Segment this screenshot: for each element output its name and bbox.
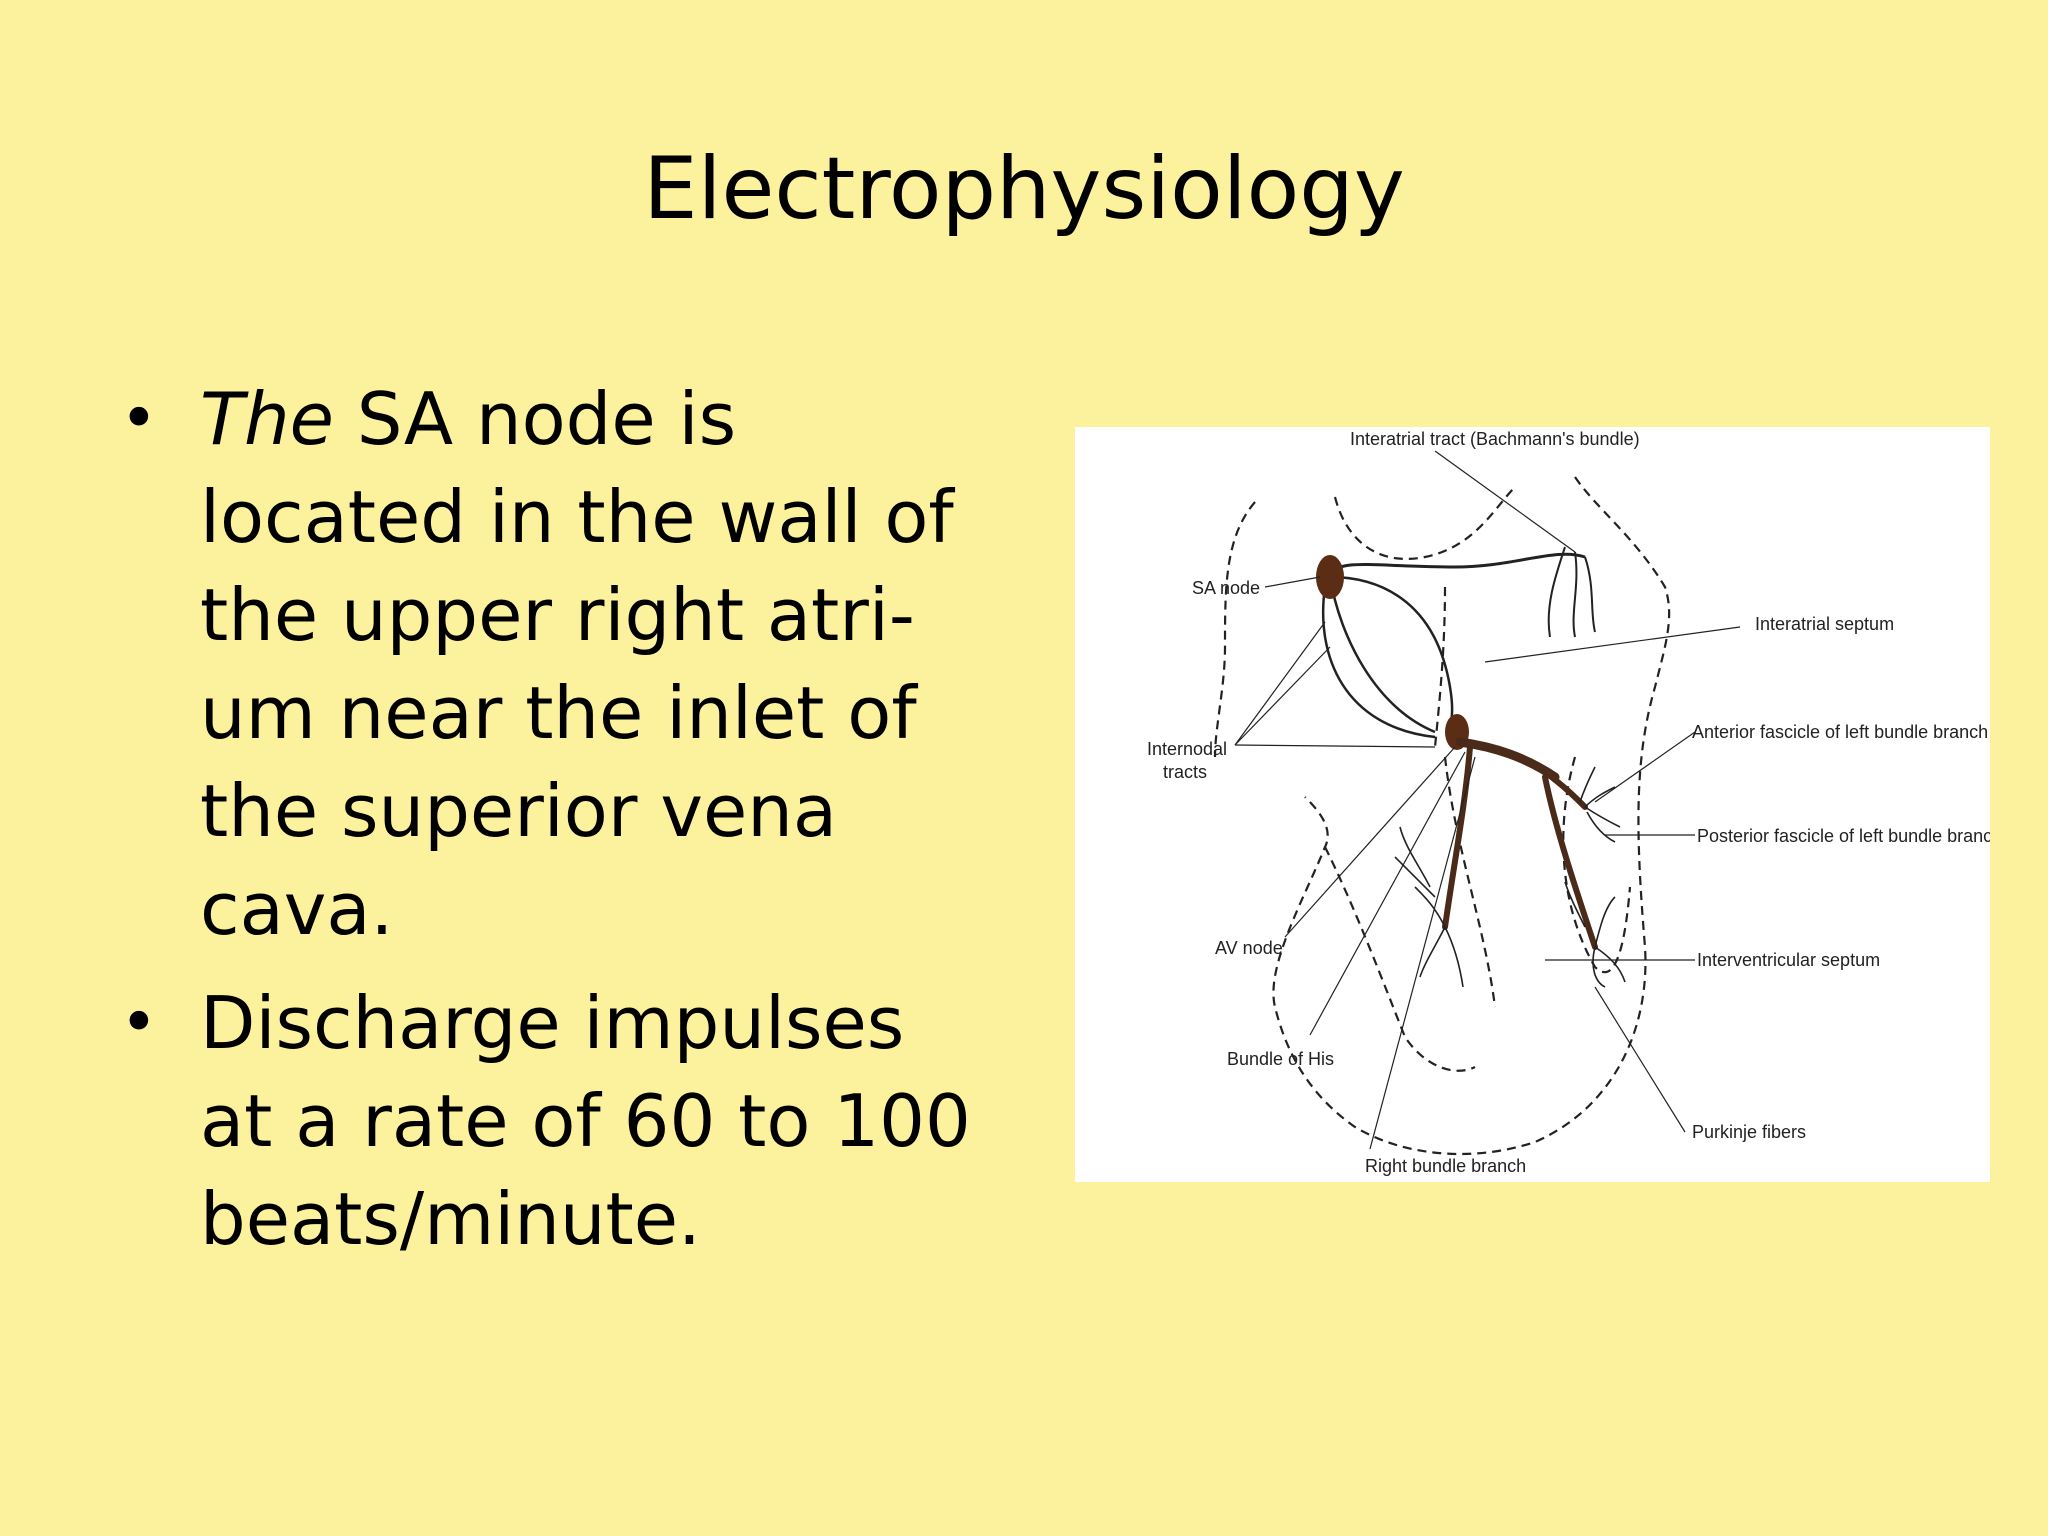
label-sa-node: SA node (1192, 578, 1260, 598)
bullet-italic-prefix: The (200, 377, 334, 461)
bullet-item: • Discharge impulses at a rate of 60 to … (120, 974, 980, 1268)
bullet-text: Discharge impulses at a rate of 60 to 10… (200, 981, 971, 1261)
label-interatrial-tract: Interatrial tract (Bachmann's bundle) (1350, 429, 1640, 449)
right-atrium-wall (1213, 501, 1256, 758)
bachmann-fibers (1547, 546, 1596, 638)
leader-lines (1234, 450, 1741, 1150)
left-ventricle-inner (1562, 756, 1632, 974)
heart-outline (1213, 476, 1671, 1156)
purkinje-fibers (1394, 766, 1626, 988)
internodal-tracts (1321, 575, 1454, 739)
posterior-fascicle (1542, 774, 1598, 950)
bullet-dot-icon: • (120, 986, 158, 1060)
interatrial-septum-dashes (1433, 586, 1447, 748)
label-interventricular-septum: Interventricular septum (1697, 950, 1880, 970)
label-anterior-fascicle: Anterior fascicle of left bundle branch (1692, 722, 1988, 742)
label-av-node: AV node (1215, 938, 1283, 958)
bachmann-bundle-line (1328, 552, 1586, 578)
label-internodal-line1: Internodal (1147, 739, 1227, 759)
label-interatrial-septum: Interatrial septum (1755, 614, 1894, 634)
anterior-fascicle (1542, 769, 1588, 810)
left-atrium-wall (1272, 476, 1671, 1156)
label-posterior-fascicle: Posterior fascicle of left bundle branch (1697, 826, 1990, 846)
label-purkinje-fibers: Purkinje fibers (1692, 1122, 1806, 1142)
bullet-text: SA node is located in the wall of the up… (200, 377, 954, 951)
heart-conduction-diagram: Interatrial tract (Bachmann's bundle) SA… (1075, 427, 1990, 1182)
bullet-list: • The SA node is located in the wall of … (120, 370, 980, 1284)
label-bundle-of-his: Bundle of His (1227, 1049, 1334, 1069)
label-right-bundle-branch: Right bundle branch (1365, 1156, 1526, 1176)
right-ventricle-inner (1324, 846, 1476, 1072)
sa-node-marker (1316, 555, 1344, 599)
right-bundle-branch (1442, 744, 1473, 930)
superior-vena-cava (1333, 486, 1516, 560)
slide-title: Electrophysiology (643, 139, 1405, 239)
label-internodal-line2: tracts (1163, 762, 1207, 782)
interventricular-septum-dashes (1443, 756, 1497, 1008)
his-bundle-branches (1442, 737, 1598, 950)
bullet-dot-icon: • (120, 382, 158, 456)
bullet-item: • The SA node is located in the wall of … (120, 370, 980, 958)
